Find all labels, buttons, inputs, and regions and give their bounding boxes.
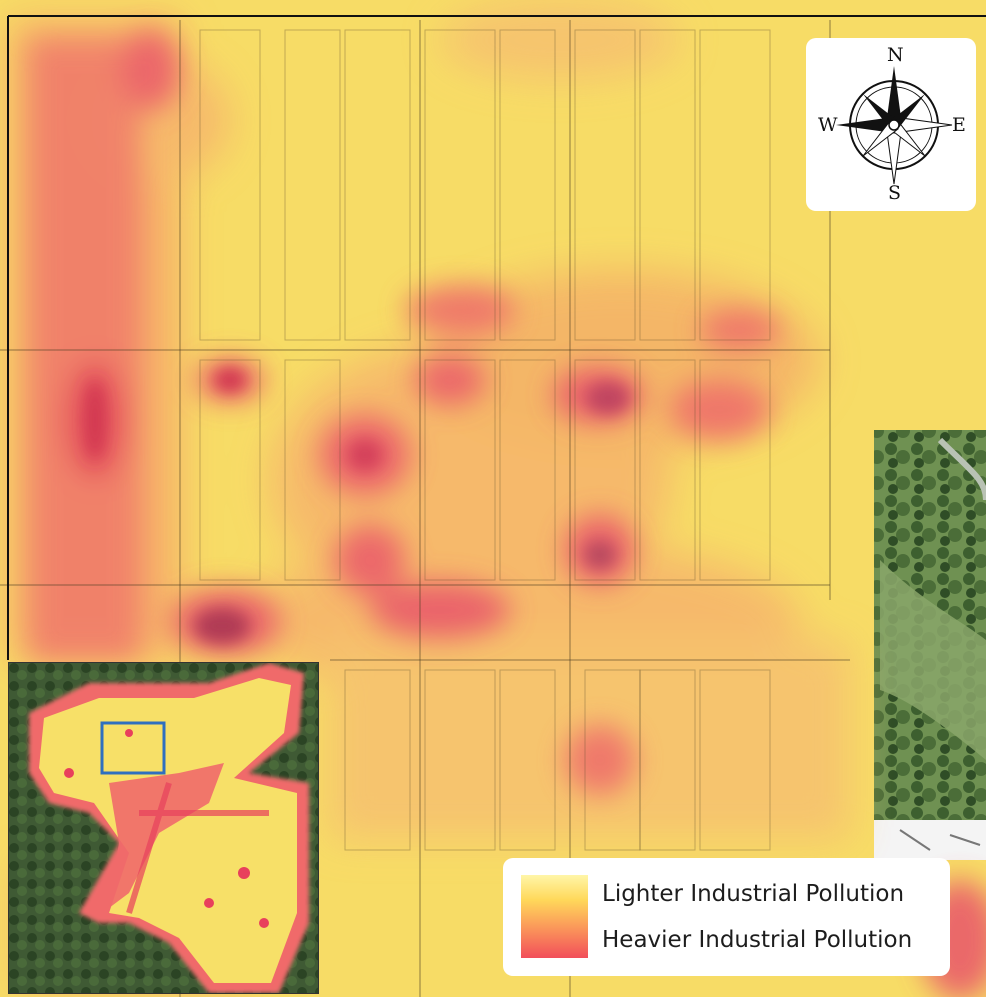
compass-rose-panel: N S E W [806,38,976,211]
pollution-hotspots [85,368,630,644]
compass-rose-icon [836,66,953,185]
city-block-grid [199,29,771,851]
inset-extent-highlight [100,721,166,775]
compass-west-label: W [818,114,838,136]
legend-label-heavier: Heavier Industrial Pollution [602,927,913,953]
inset-map-canvas [9,663,318,993]
compass-east-label: E [952,114,966,136]
compass-south-label: S [888,182,902,204]
aerial-photo-patch [874,430,986,860]
legend-gradient-swatch [521,875,588,958]
compass-north-label: N [887,44,904,66]
overview-inset-map[interactable] [8,662,319,994]
legend-label-lighter: Lighter Industrial Pollution [602,881,905,907]
legend: Lighter Industrial Pollution Heavier Ind… [503,858,950,976]
